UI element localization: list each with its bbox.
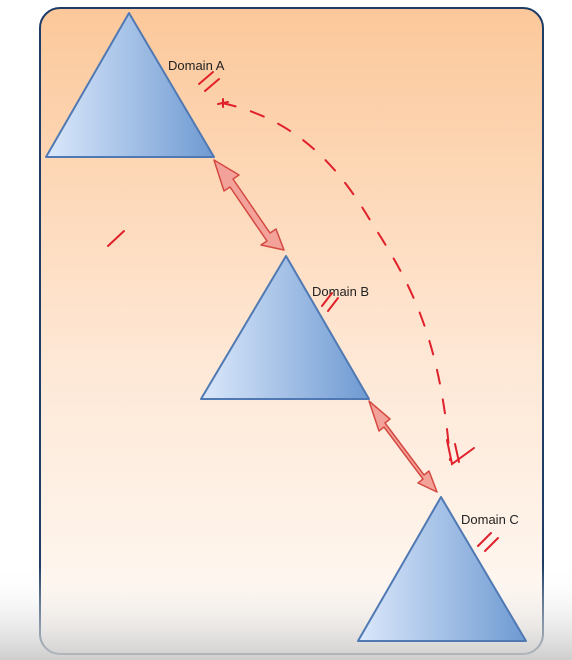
stray-stroke [107,230,125,247]
start-mark [217,98,229,108]
trust-arrow-b-c [368,400,438,493]
arrowhead-mark-2 [454,443,460,463]
tick-marks-b [321,292,339,312]
transitive-trust-dashed-arrow [221,102,451,461]
tick-marks-a [198,71,220,92]
handwritten-annotations [107,71,499,552]
arrowhead-mark-1 [446,439,475,466]
domain-a-label: Domain A [168,58,225,73]
domain-a-triangle [45,12,215,158]
domain-b-label: Domain B [312,284,369,299]
tick-marks-c [477,532,499,552]
domain-c-label: Domain C [461,512,519,527]
domain-b-triangle [200,255,370,400]
trust-arrow-a-b [213,159,285,251]
domain-c-triangle [357,496,527,642]
